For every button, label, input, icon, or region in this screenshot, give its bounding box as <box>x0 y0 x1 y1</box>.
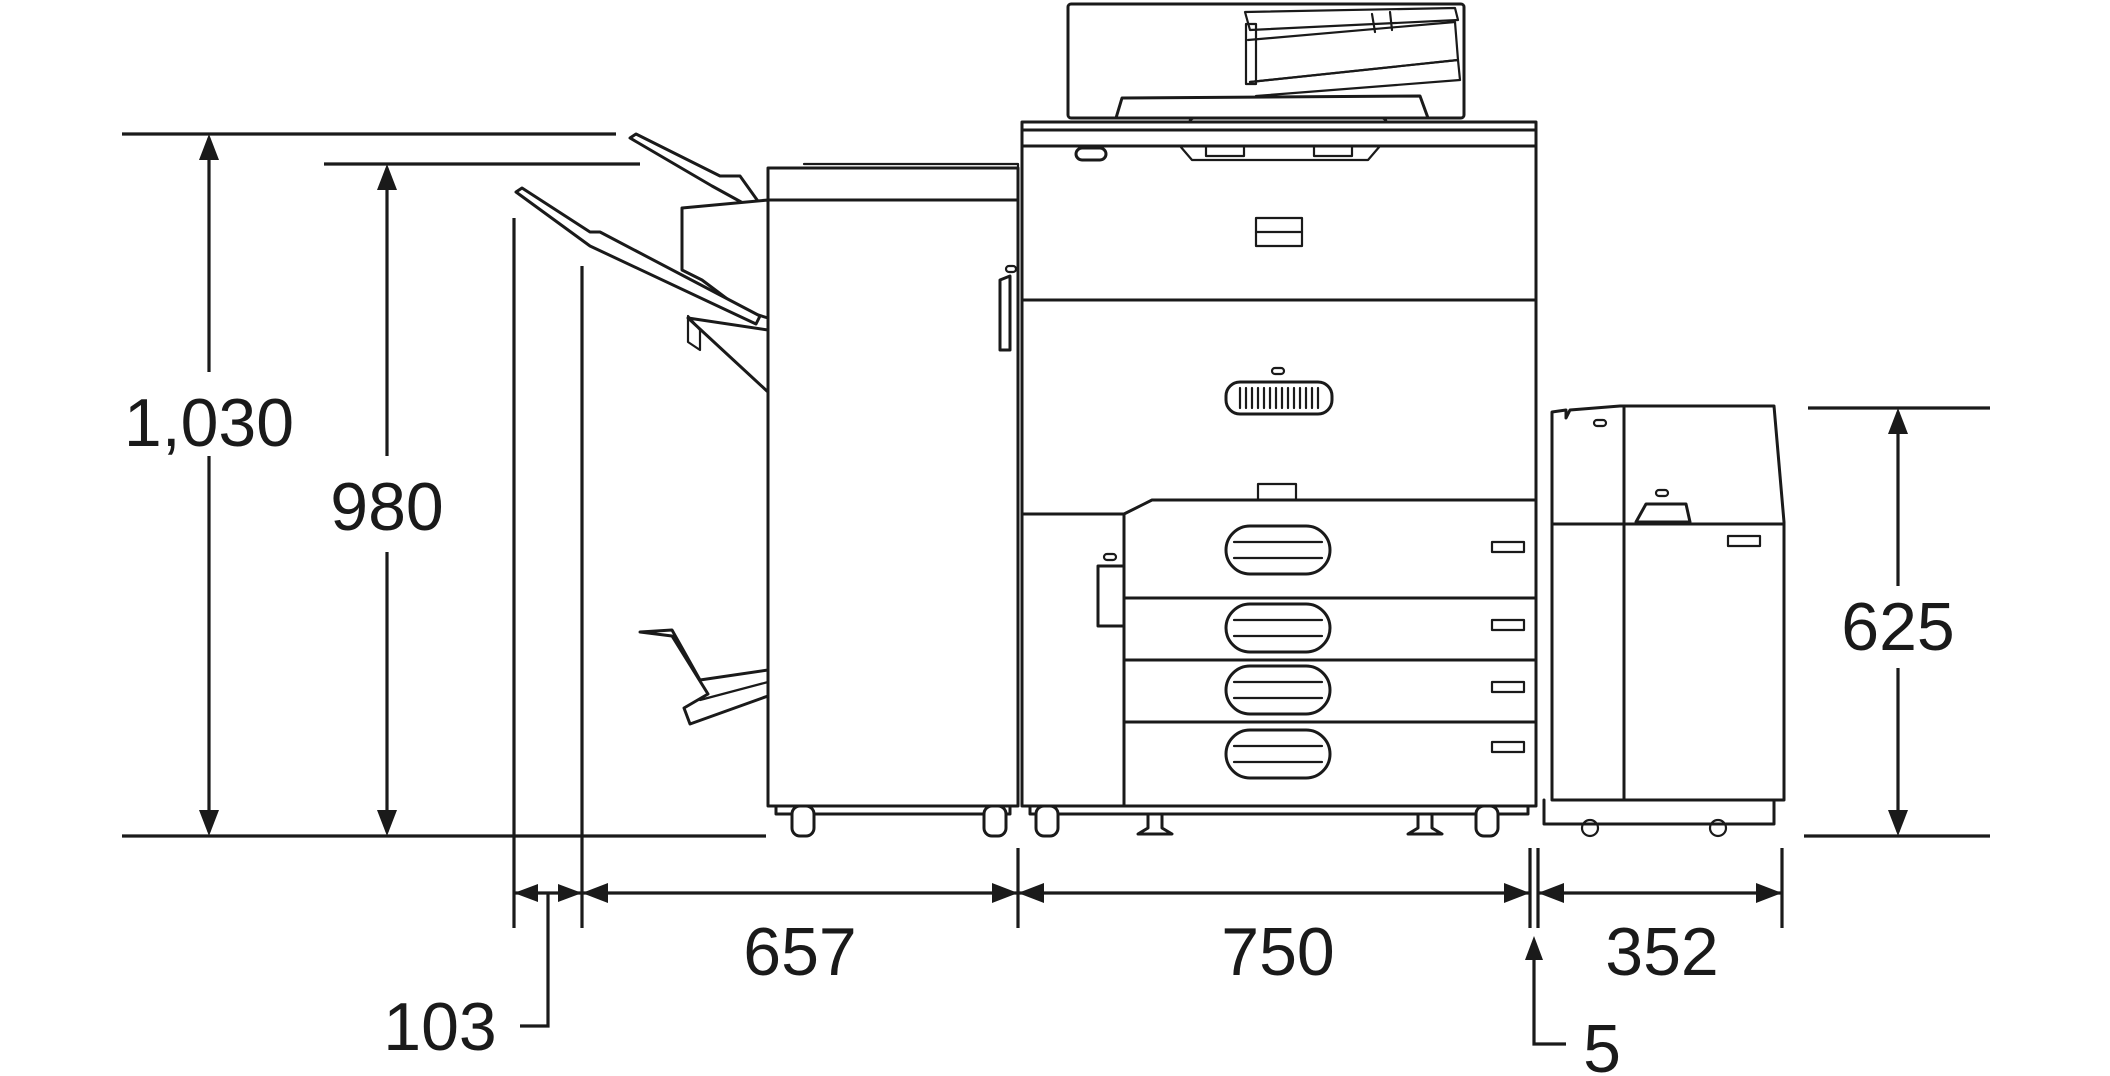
caster-wheel <box>982 804 1008 838</box>
dimension-height-total: 1,030 <box>122 132 616 836</box>
main-unit <box>1020 120 1538 838</box>
height-total-label: 1,030 <box>124 385 294 461</box>
tray-handle <box>1224 664 1332 716</box>
side-paper-unit <box>1542 404 1786 838</box>
width-extension-lines <box>512 218 1784 928</box>
caster-wheel <box>1034 804 1060 838</box>
tray-handle <box>1224 728 1332 780</box>
width-main-unit-label: 750 <box>1221 914 1334 990</box>
caster-wheel <box>790 804 816 838</box>
tray-handle <box>1224 602 1332 654</box>
width-finisher-label: 657 <box>743 914 856 990</box>
leveling-foot <box>1136 812 1174 836</box>
finisher-unit <box>514 132 1020 838</box>
caster-wheel <box>1474 804 1500 838</box>
dimension-width-side-unit: 352 <box>1538 883 1782 990</box>
dimension-width-finisher: 657 <box>582 883 1018 990</box>
dimension-width-main-unit: 750 <box>1018 883 1530 990</box>
height-finisher-label: 980 <box>330 469 443 545</box>
dimension-height-side-unit: 625 <box>1808 406 1990 836</box>
leveling-foot <box>1406 812 1444 836</box>
width-gap-label: 5 <box>1583 1011 1621 1076</box>
width-side-unit-label: 352 <box>1605 914 1718 990</box>
vent-grille <box>1238 386 1320 410</box>
dimension-width-tray-extension: 103 <box>383 884 582 1065</box>
document-feeder <box>1066 2 1466 142</box>
width-tray-extension-label: 103 <box>383 989 496 1065</box>
height-side-unit-label: 625 <box>1841 589 1954 665</box>
dimension-width-gap: 5 <box>1525 936 1621 1076</box>
dimension-height-finisher: 980 <box>324 162 640 836</box>
tray-handle <box>1224 524 1332 576</box>
